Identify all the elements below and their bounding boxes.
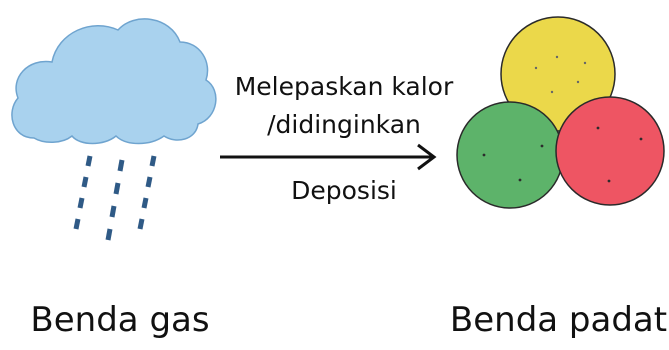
rain-dash (77, 197, 85, 209)
rain-dash (137, 218, 145, 230)
rain-dash (105, 228, 113, 241)
process-arrow (220, 143, 437, 171)
particle-speckles (482, 55, 643, 183)
rain-dash (149, 155, 157, 167)
process-name: Deposisi (291, 176, 397, 205)
rain-dash (85, 155, 93, 167)
solid-caption: Benda padat (449, 300, 668, 340)
particle-red (555, 96, 665, 206)
gas-caption: Benda gas (30, 300, 210, 340)
rain-dash (73, 218, 81, 230)
process-condition-line-1: Melepaskan kalor (234, 72, 454, 101)
rain-dash (81, 176, 89, 188)
rain-dash (141, 197, 149, 209)
process-condition-line-2: /didinginkan (267, 110, 421, 139)
rain-dash (145, 176, 153, 188)
rain-dash (113, 182, 121, 195)
rain-dashes-icon (73, 155, 157, 241)
rain-dash (117, 159, 125, 172)
rain-dash (109, 205, 117, 218)
cloud-icon (11, 18, 217, 145)
solid-particles (456, 16, 665, 209)
